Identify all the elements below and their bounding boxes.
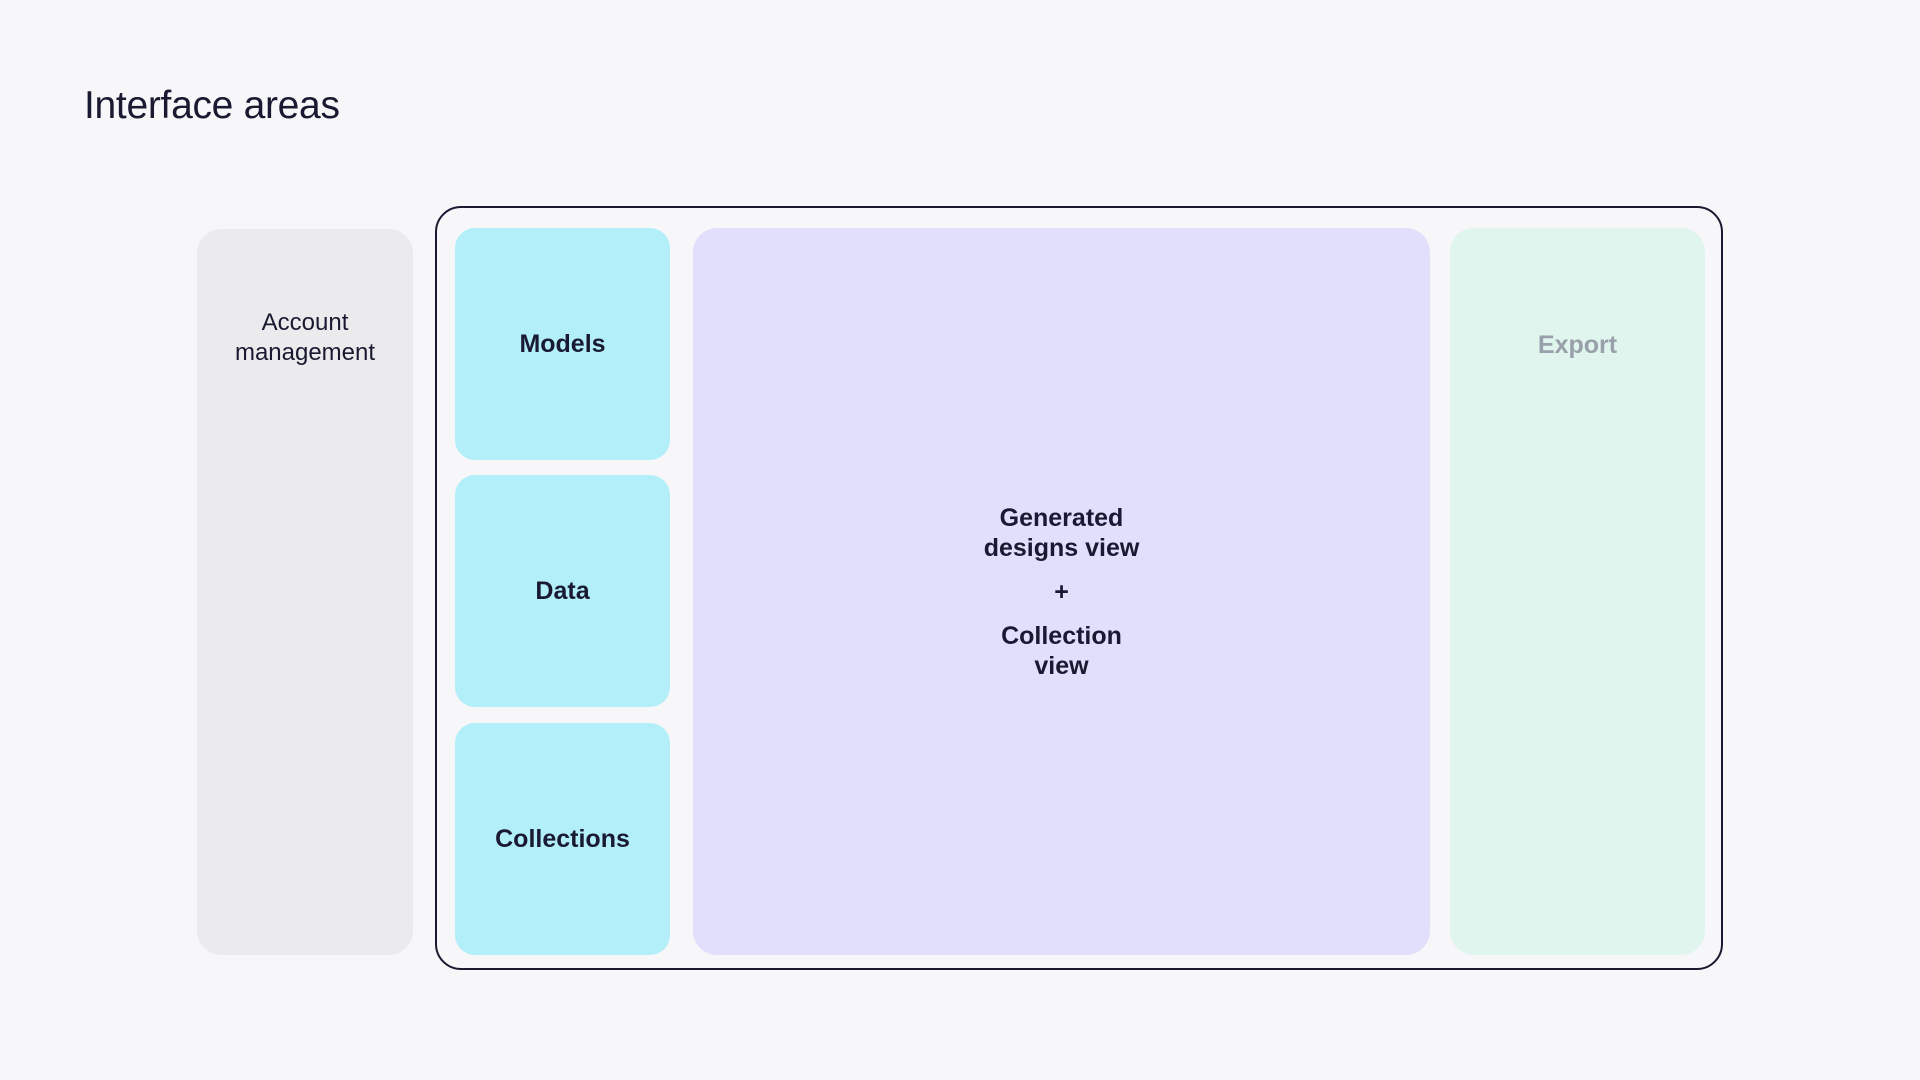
nav-block-collections-label: Collections — [495, 824, 630, 853]
export-label: Export — [1537, 331, 1618, 359]
interface-frame: Models Data Collections Generated design… — [435, 206, 1723, 970]
nav-block-data-label: Data — [535, 576, 590, 605]
page-title: Interface areas — [84, 84, 340, 127]
account-management-label: Account management — [234, 309, 376, 366]
generated-designs-view-label: Generated designs view — [983, 503, 1140, 562]
plus-separator: + — [1054, 577, 1069, 606]
account-management-panel: Account management — [197, 229, 413, 955]
generated-designs-collection-panel: Generated designs view + Collection view — [693, 228, 1430, 955]
nav-block-collections: Collections — [455, 723, 670, 955]
nav-block-models: Models — [455, 228, 670, 460]
export-panel: Export — [1450, 228, 1705, 955]
nav-block-data: Data — [455, 475, 670, 707]
nav-block-models-label: Models — [519, 329, 606, 358]
collection-view-label: Collection view — [1001, 621, 1122, 680]
